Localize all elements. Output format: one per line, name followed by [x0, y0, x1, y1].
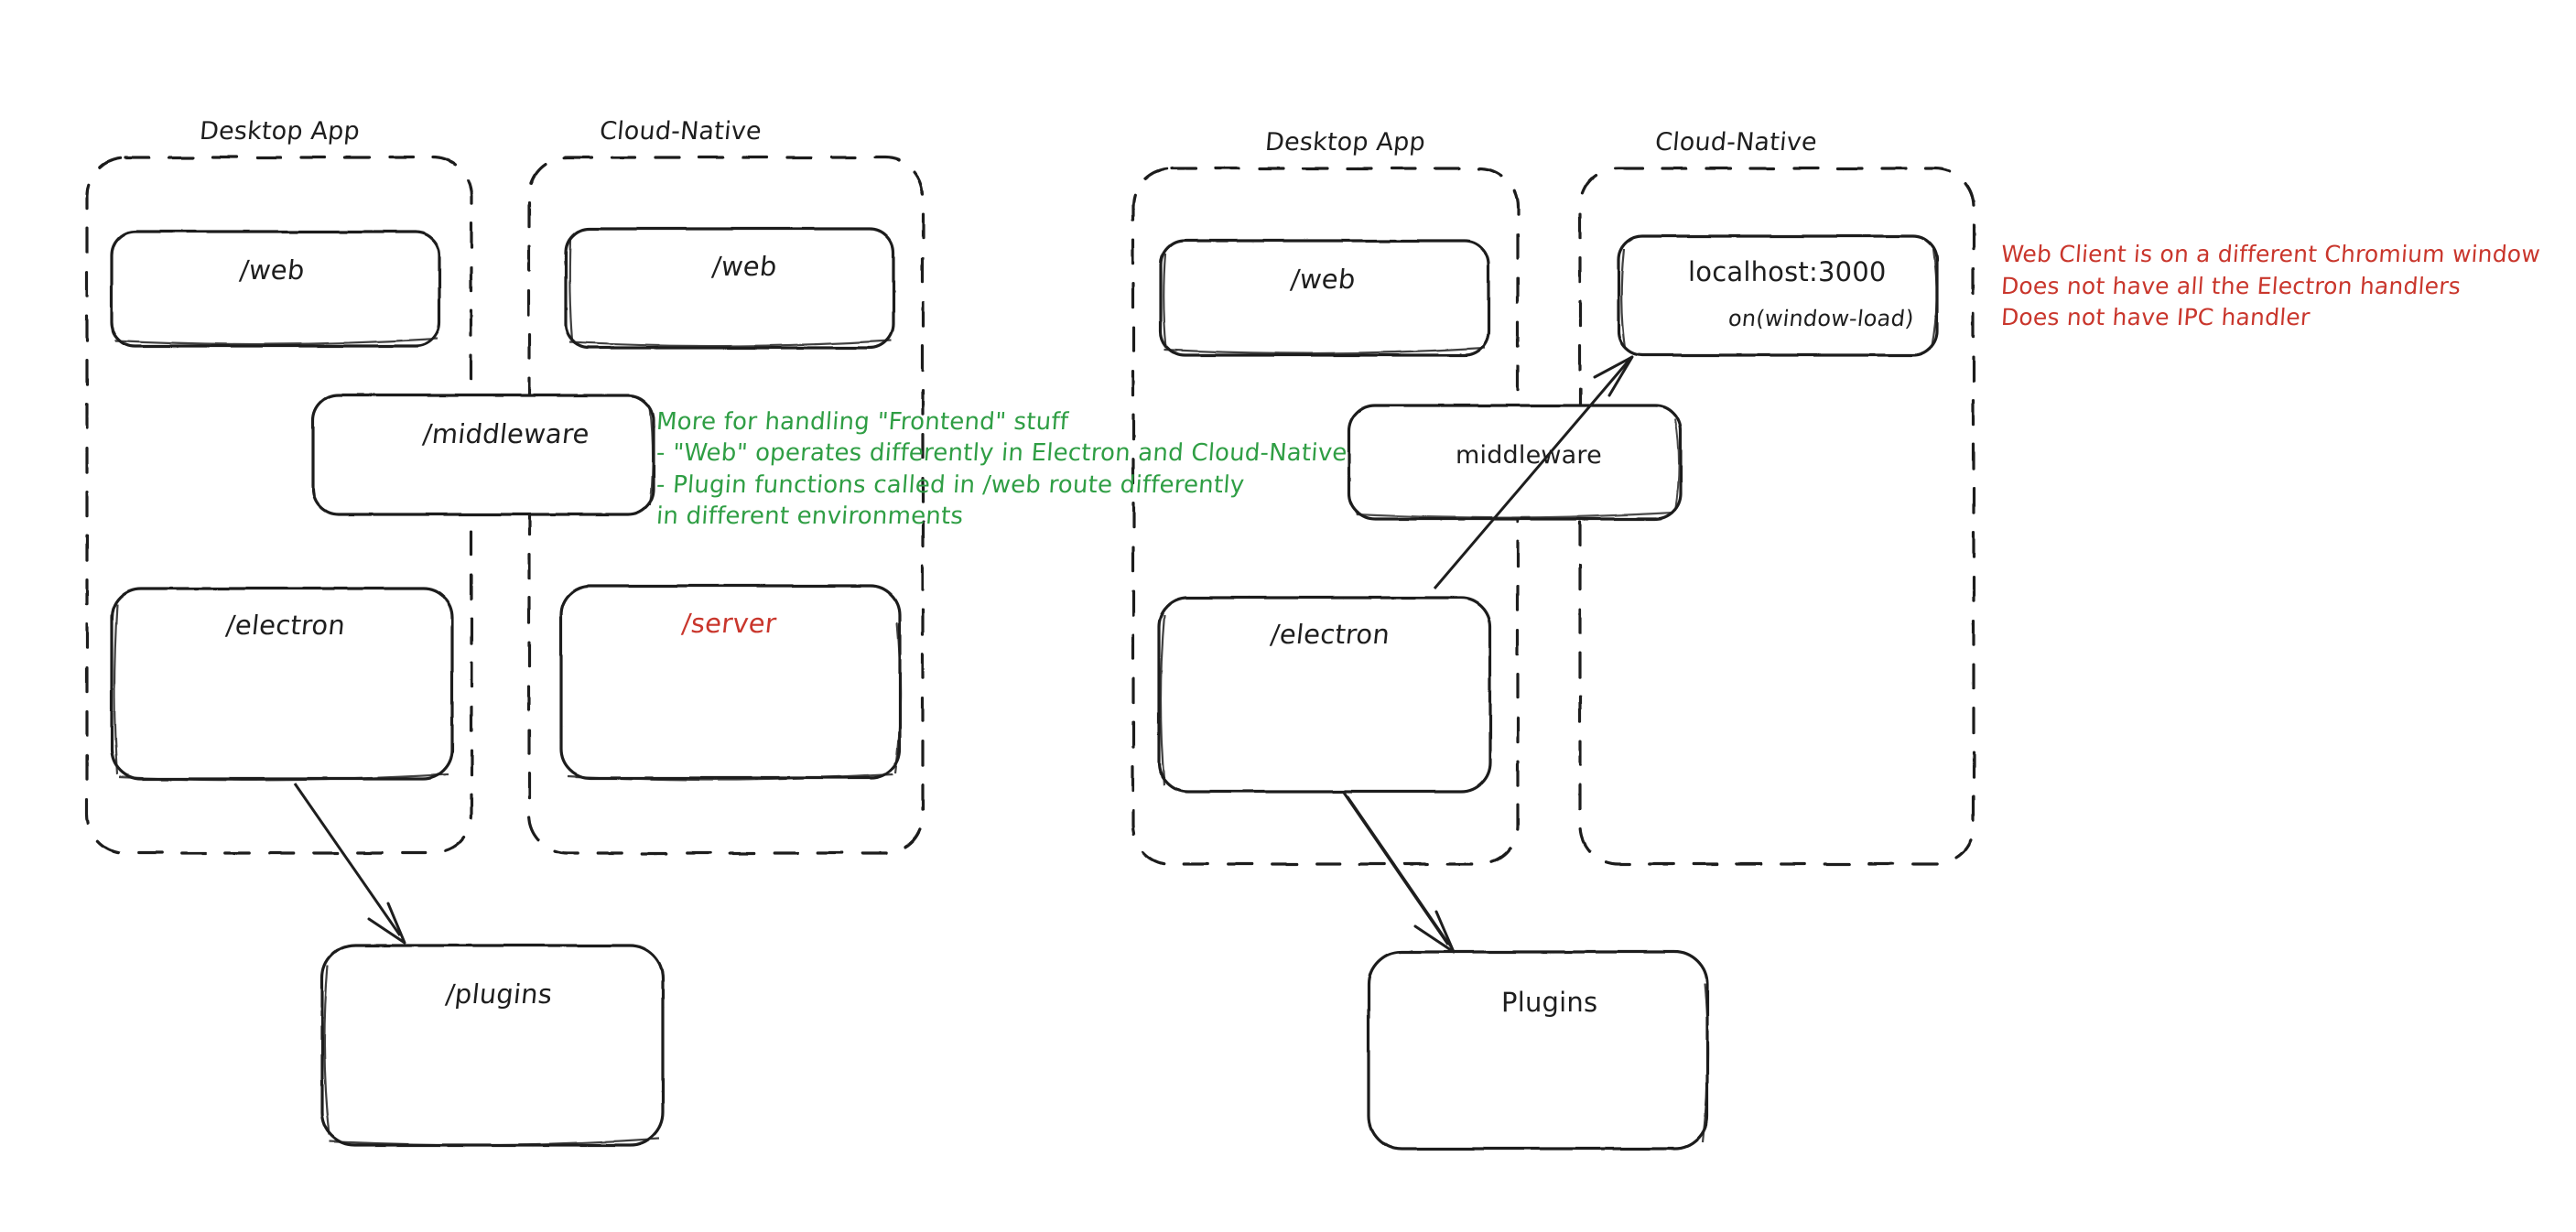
arrow-electron-to-plugins-left: [293, 783, 406, 945]
node-web-desktop-right[interactable]: [1159, 239, 1490, 357]
node-electron-right[interactable]: [1157, 596, 1492, 794]
node-label-server-left: /server: [680, 608, 778, 639]
node-label-plugins-right: Plugins: [1501, 987, 1598, 1018]
node-label-electron-right: /electron: [1269, 619, 1391, 650]
node-plugins-left[interactable]: [320, 944, 665, 1147]
group-label-desktop-app-left: Desktop App: [198, 117, 362, 146]
node-middleware-left[interactable]: [311, 394, 655, 516]
node-label-localhost-right: localhost:3000: [1688, 256, 1887, 287]
left-diagram: [85, 156, 925, 1147]
node-electron-left[interactable]: [110, 587, 454, 782]
node-label-web-desktop-right: /web: [1289, 264, 1358, 295]
group-label-desktop-app-right: Desktop App: [1263, 128, 1427, 157]
annotation-red-line-1: Web Client is on a different Chromium wi…: [2000, 241, 2542, 267]
node-server-left[interactable]: [559, 584, 902, 782]
annotation-red-line-3: Does not have IPC handler: [2000, 304, 2311, 330]
right-diagram: [1131, 167, 1975, 1151]
node-web-desktop-left[interactable]: [110, 230, 441, 348]
annotation-red-line-2: Does not have all the Electron handlers: [2000, 272, 2462, 299]
node-label-middleware-right: middleware: [1456, 441, 1602, 470]
annotation-green-line-2: - "Web" operates differently in Electron…: [655, 439, 1348, 468]
node-localhost-right[interactable]: [1617, 234, 1939, 357]
group-label-cloud-native-left: Cloud-Native: [598, 117, 763, 146]
annotation-green-line-3: - Plugin functions called in /web route …: [655, 470, 1246, 499]
node-web-cloud-left[interactable]: [564, 227, 895, 350]
node-label-web-cloud-left: /web: [710, 251, 779, 282]
annotation-red-right: Web Client is on a different Chromium wi…: [2000, 239, 2542, 334]
group-label-cloud-native-right: Cloud-Native: [1653, 128, 1819, 157]
node-label-middleware-left: /middleware: [421, 418, 591, 449]
node-middleware-right[interactable]: [1348, 404, 1683, 521]
node-plugins-right[interactable]: [1367, 950, 1709, 1151]
node-label-electron-left: /electron: [224, 610, 347, 641]
node-label-plugins-left: /plugins: [444, 978, 555, 1010]
annotation-green-line-4: in different environments: [655, 502, 965, 530]
arrow-electron-to-plugins-right: [1342, 792, 1456, 954]
node-label-web-desktop-left: /web: [238, 254, 307, 286]
annotation-green-left: More for handling "Frontend" stuff - "We…: [655, 406, 1348, 532]
annotation-green-line-1: More for handling "Frontend" stuff: [655, 408, 1070, 436]
arrow-electron-to-localhost-right: [1433, 355, 1634, 589]
node-sublabel-on-window-load: on(window-load): [1726, 306, 1916, 331]
